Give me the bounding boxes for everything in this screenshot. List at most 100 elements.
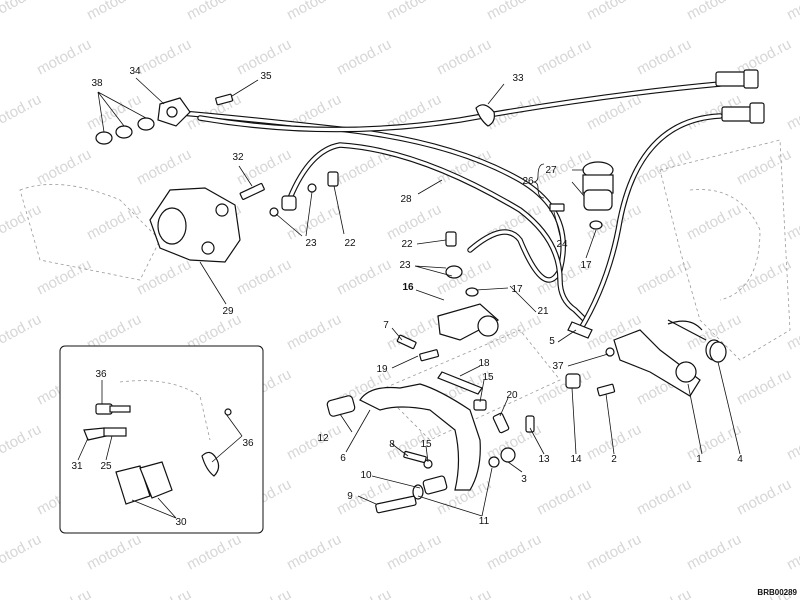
copper-washers	[95, 117, 155, 145]
callout-16: 16	[402, 282, 414, 293]
callout-28: 28	[400, 194, 412, 205]
callout-21: 21	[537, 306, 549, 317]
watermark-text: motod.ru	[734, 256, 794, 299]
watermark-text: motod.ru	[34, 256, 94, 299]
callout-10: 10	[360, 470, 372, 481]
watermark-text: motod.ru	[784, 91, 800, 134]
pedal-bracket	[613, 320, 703, 397]
callout-labels: 1 2 3 4 5 6 7 8 9 10 11 12 13 14 15 15 1…	[71, 66, 743, 528]
callout-5: 5	[549, 336, 555, 347]
watermark-text: motod.ru	[0, 91, 44, 134]
callout-6: 6	[340, 453, 346, 464]
caliper-bolt	[239, 182, 265, 200]
watermark-text: motod.ru	[534, 36, 594, 79]
connector-lower	[721, 102, 765, 124]
watermark-text: motod.ru	[434, 256, 494, 299]
watermark-text: motod.ru	[134, 586, 194, 600]
watermark-text: motod.ru	[734, 476, 794, 519]
watermark-text: motod.ru	[534, 586, 594, 600]
callout-12: 12	[317, 433, 329, 444]
watermark-text: motod.ru	[0, 421, 44, 464]
watermark-text: motod.ru	[284, 421, 344, 464]
watermark-text: motod.ru	[184, 531, 244, 574]
watermark-text: motod.ru	[684, 0, 744, 24]
callout-37: 37	[552, 361, 564, 372]
watermark-text: motod.ru	[684, 531, 744, 574]
callout-31: 31	[71, 461, 83, 472]
callout-38: 38	[91, 78, 103, 89]
watermark-text: motod.ru	[634, 36, 694, 79]
watermark-text: motod.ru	[284, 311, 344, 354]
watermark-text: motod.ru	[234, 586, 294, 600]
callout-24: 24	[556, 239, 568, 250]
watermark-text: motod.ru	[34, 146, 94, 189]
watermark-text: motod.ru	[634, 146, 694, 189]
callout-4: 4	[737, 454, 743, 465]
callout-9: 9	[347, 491, 353, 502]
callout-22-left: 22	[401, 239, 413, 250]
hose-clip	[475, 104, 495, 127]
watermark-text: motod.ru	[234, 256, 294, 299]
callout-22-right: 22	[344, 238, 356, 249]
watermark-text: motod.ru	[534, 366, 594, 409]
callout-20: 20	[506, 390, 518, 401]
watermark-text: motod.ru	[284, 531, 344, 574]
callout-34: 34	[129, 66, 141, 77]
pivot-hardware	[473, 399, 535, 468]
watermark-text: motod.ru	[784, 0, 800, 24]
watermark-text: motod.ru	[134, 36, 194, 79]
callout-18: 18	[478, 358, 490, 369]
callout-27: 27	[545, 165, 557, 176]
callout-29: 29	[222, 306, 234, 317]
callout-15-lower: 15	[420, 439, 432, 450]
watermark-text: motod.ru	[784, 531, 800, 574]
callout-15-upper: 15	[482, 372, 494, 383]
brake-pedal-lever	[326, 383, 481, 491]
watermark-text: motod.ru	[684, 201, 744, 244]
callout-7: 7	[383, 320, 389, 331]
watermark-text: motod.ru	[434, 36, 494, 79]
watermark-text: motod.ru	[384, 0, 444, 24]
callout-2: 2	[611, 454, 617, 465]
watermark-text: motod.ru	[384, 201, 444, 244]
callout-13: 13	[538, 454, 550, 465]
callout-8: 8	[389, 439, 395, 450]
watermark-text: motod.ru	[34, 586, 94, 600]
watermark-text: motod.ru	[734, 146, 794, 189]
watermark-text: motod.ru	[0, 531, 44, 574]
watermark-text: motod.ru	[784, 201, 800, 244]
watermark-text: motod.ru	[334, 36, 394, 79]
callout-17-right: 17	[580, 260, 592, 271]
master-cylinder	[437, 231, 500, 341]
brake-caliper	[149, 187, 241, 263]
watermark-text: motod.ru	[484, 531, 544, 574]
watermark-text: motod.ru	[584, 531, 644, 574]
watermark-text: motod.ru	[334, 256, 394, 299]
watermark-text: motod.ru	[634, 256, 694, 299]
callout-1: 1	[696, 454, 702, 465]
watermark-text: motod.ru	[0, 0, 44, 24]
caliper-banjo-parts	[269, 171, 339, 217]
mc-bolts	[396, 334, 440, 362]
watermark-text: motod.ru	[684, 421, 744, 464]
brake-hose	[167, 109, 588, 323]
callout-3: 3	[521, 474, 527, 485]
callout-23-mc: 23	[399, 260, 411, 271]
callout-19: 19	[376, 364, 388, 375]
callout-32: 32	[232, 152, 244, 163]
watermark-text: motod.ru	[434, 586, 494, 600]
pushrod	[437, 371, 483, 395]
watermark-text: motod.ru	[0, 311, 44, 354]
callout-26: 26	[522, 176, 534, 187]
banjo-fitting	[157, 97, 191, 127]
leader-lines	[77, 77, 741, 519]
watermark-text: motod.ru	[134, 146, 194, 189]
stop-switch-cables	[197, 81, 723, 333]
watermark-text: motod.ru	[584, 0, 644, 24]
watermark-text: motod.ru	[484, 0, 544, 24]
watermark-text: motod.ru	[134, 256, 194, 299]
watermark-text: motod.ru	[634, 586, 694, 600]
watermark-text: motod.ru	[84, 201, 144, 244]
watermark-text: motod.ru	[384, 531, 444, 574]
return-spring	[667, 319, 727, 363]
